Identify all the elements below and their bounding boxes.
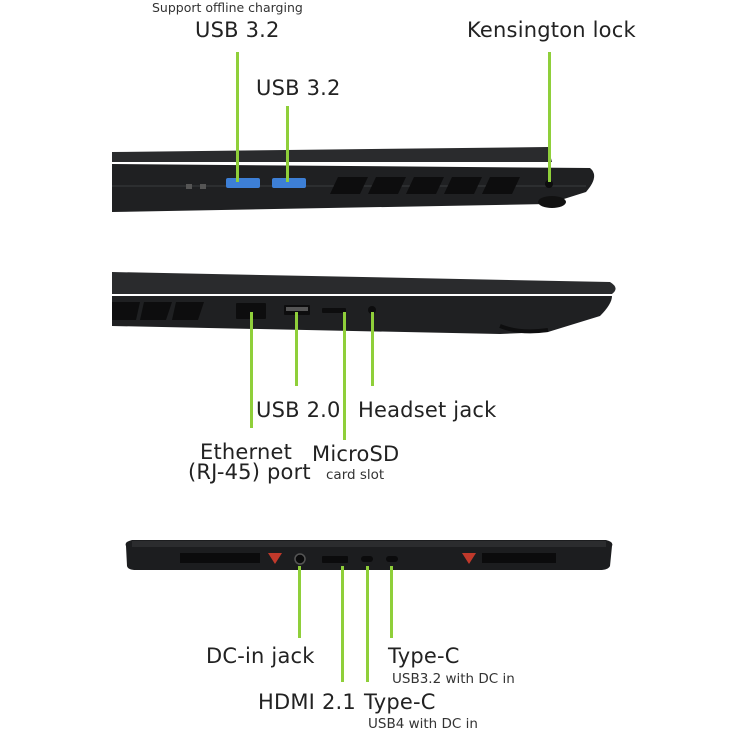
label-type-c-a-sub: USB3.2 with DC in — [392, 671, 515, 687]
label-type-c-b-sub: USB4 with DC in — [368, 716, 478, 732]
callout-line — [371, 312, 374, 386]
audio-jack-icon — [368, 306, 376, 314]
microsd-slot — [322, 308, 346, 313]
vent-icon — [112, 302, 204, 320]
lock-slot-icon — [545, 180, 553, 188]
label-hdmi: HDMI 2.1 — [258, 690, 356, 714]
label-ethernet-line1: Ethernet — [200, 440, 293, 464]
callout-line — [295, 312, 298, 386]
callout-line — [341, 566, 344, 682]
label-usb32-b: USB 3.2 — [256, 76, 341, 100]
callout-line — [366, 566, 369, 682]
callout-line — [548, 52, 551, 182]
label-kensington-lock: Kensington lock — [467, 18, 636, 42]
callout-line — [236, 52, 239, 182]
dc-jack-icon — [294, 553, 306, 565]
usb-c-port-icon — [386, 556, 398, 562]
callout-line — [286, 106, 289, 182]
label-usb20: USB 2.0 — [256, 398, 341, 422]
laptop-lid — [112, 147, 552, 162]
label-microsd-sub: card slot — [326, 467, 385, 483]
laptop-lid — [112, 272, 616, 294]
usb-port-icon — [226, 178, 260, 188]
vent-icon — [330, 177, 520, 194]
vent-icon — [482, 553, 556, 563]
vent-icon — [180, 553, 260, 563]
label-type-c-b: Type-C — [364, 690, 436, 714]
label-type-c-a: Type-C — [388, 644, 460, 668]
label-usb32-a: USB 3.2 — [195, 18, 280, 42]
callout-line — [298, 566, 301, 638]
label-headset-jack: Headset jack — [358, 398, 497, 422]
ethernet-port-icon — [236, 303, 266, 319]
label-dc-in-jack: DC-in jack — [206, 644, 315, 668]
callout-line — [343, 312, 346, 440]
label-ethernet-line2: (RJ-45) port — [188, 460, 311, 484]
hdmi-port-icon — [322, 556, 348, 563]
usb-c-port-icon — [361, 556, 373, 562]
callout-line — [250, 312, 253, 428]
label-microsd: MicroSD — [312, 442, 400, 466]
usb-port-icon — [272, 178, 306, 188]
usb-offline-note: Support offline charging — [152, 0, 303, 15]
callout-line — [390, 566, 393, 638]
